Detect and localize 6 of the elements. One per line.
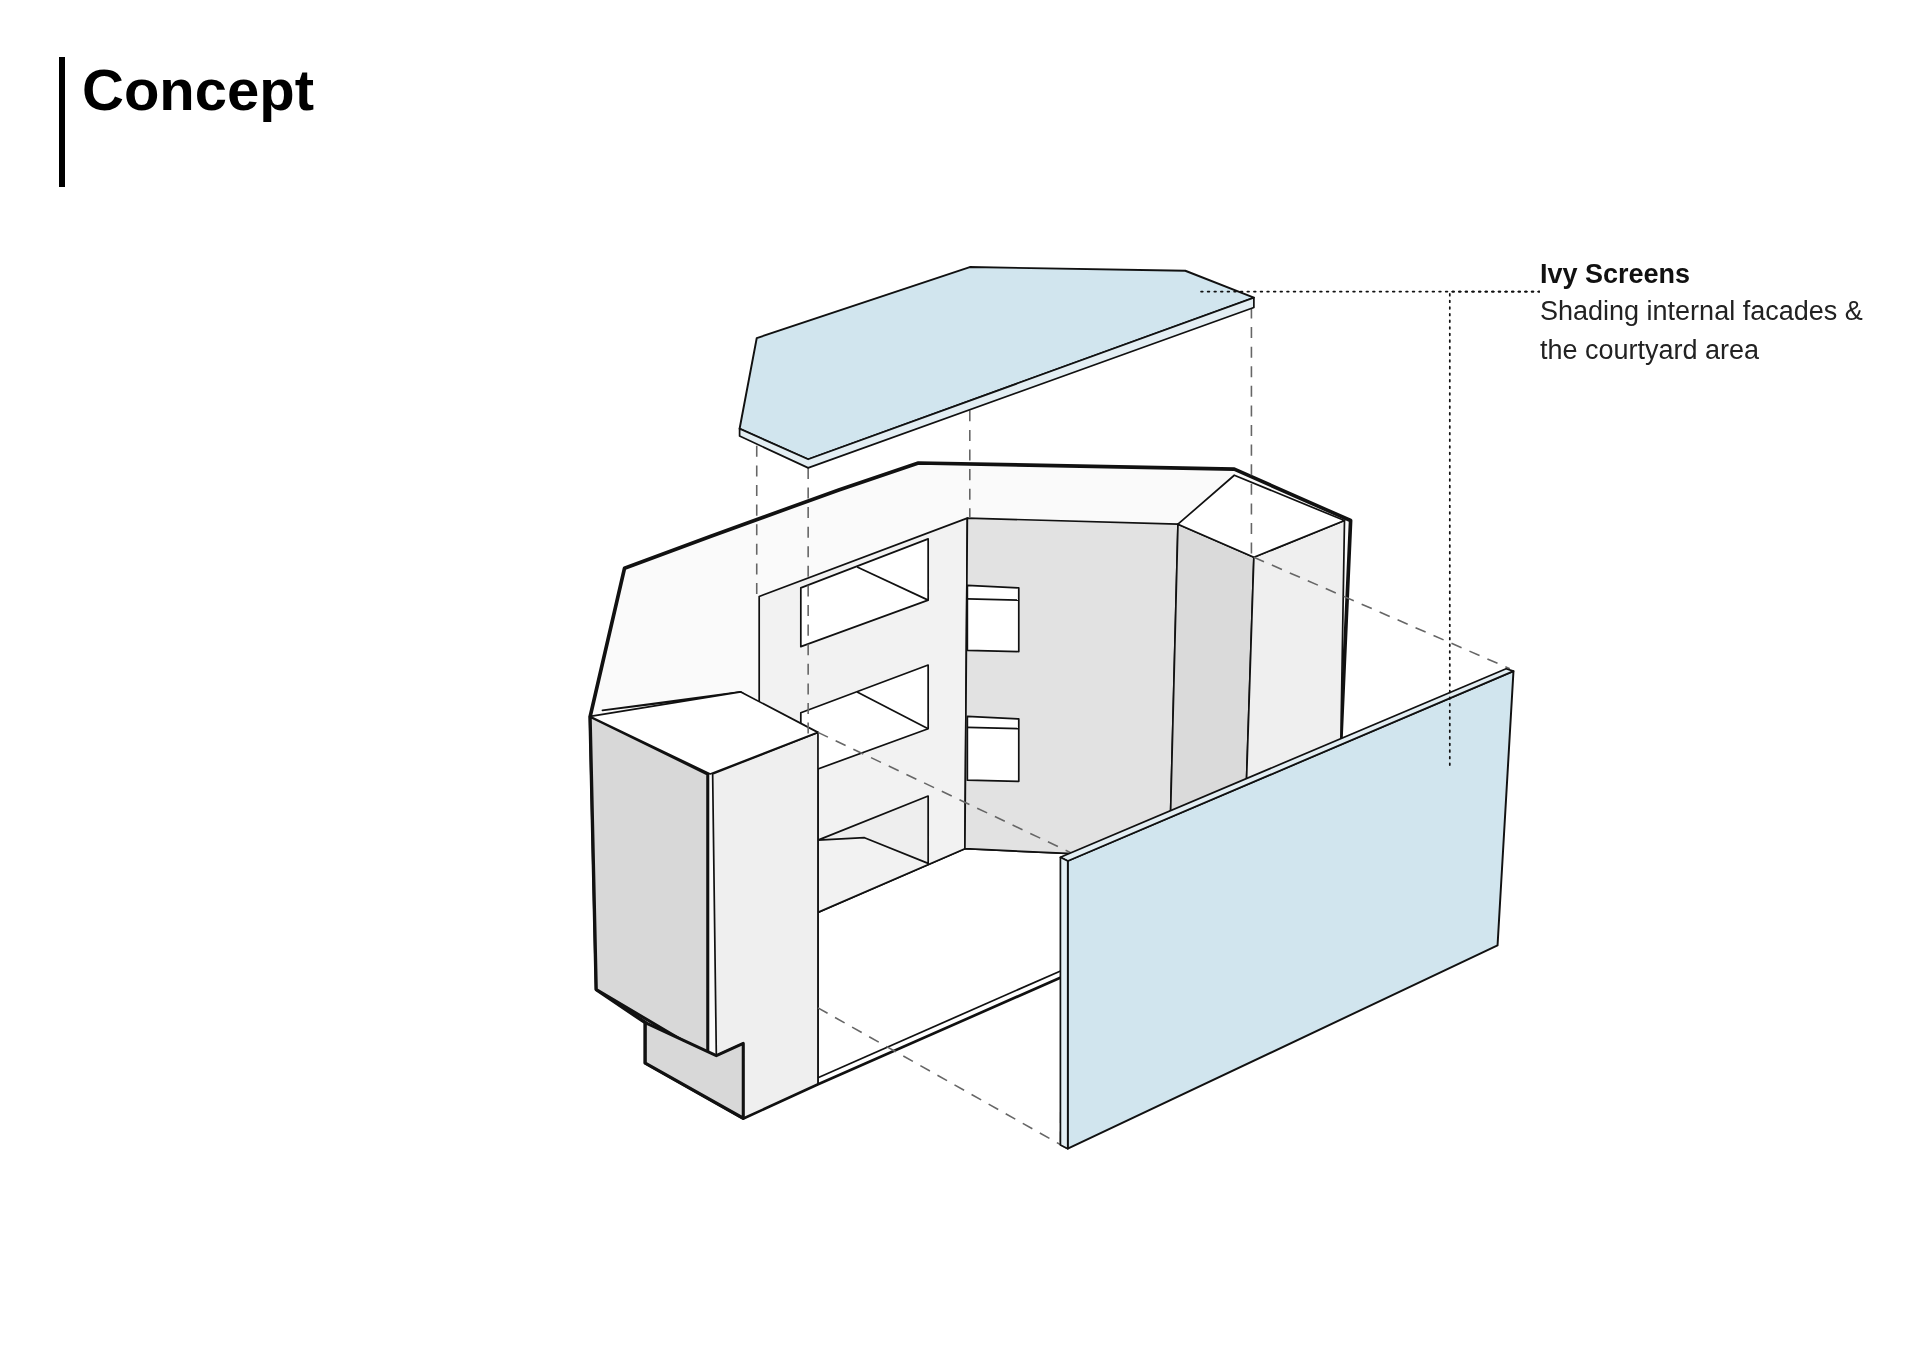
title: Concept <box>82 56 314 124</box>
ivy-screen-panel <box>1059 667 1515 1150</box>
label-heading: Ivy Screens <box>1540 258 1692 291</box>
ivy-screen-panel <box>738 266 1255 469</box>
label-description: Shading internal facades & the courtyard area <box>1540 295 1864 367</box>
leader-line <box>1448 290 1541 767</box>
